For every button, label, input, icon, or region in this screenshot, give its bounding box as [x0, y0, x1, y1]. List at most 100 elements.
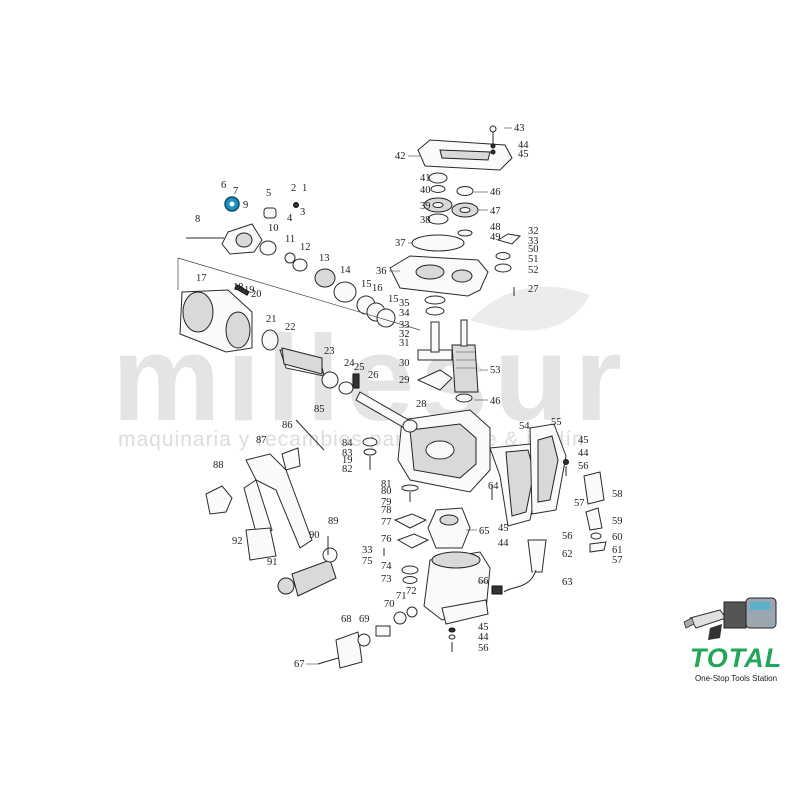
callout-28: 28	[416, 399, 427, 410]
ring-71	[393, 611, 407, 625]
callout-57b: 57	[612, 555, 623, 566]
sleeve-14	[333, 281, 357, 303]
leader-lines	[306, 127, 512, 665]
callout-80: 80	[381, 486, 392, 497]
breaker-hammer-icon	[683, 597, 777, 640]
callout-18: 18	[233, 282, 244, 293]
side-handle-group	[205, 419, 378, 597]
spring-73	[402, 576, 418, 584]
callout-84: 84	[342, 438, 353, 449]
callout-41: 41	[420, 173, 431, 184]
callout-17: 17	[196, 273, 207, 284]
callout-45c: 45	[498, 523, 509, 534]
spring-59	[585, 507, 603, 531]
callout-81: 81	[381, 479, 392, 490]
ring-72	[406, 606, 418, 618]
callout-16: 16	[372, 283, 383, 294]
part-60	[590, 532, 602, 540]
callout-43: 43	[514, 123, 525, 134]
brand-tagline: One-Stop Tools Station	[694, 674, 778, 683]
callout-32b: 32	[399, 329, 410, 340]
gear-39-hub	[432, 202, 444, 208]
bottom-assembly-group	[317, 606, 418, 669]
callout-89: 89	[328, 516, 339, 527]
callout-5: 5	[266, 188, 271, 199]
ring-89	[322, 547, 338, 563]
callout-32: 32	[528, 226, 539, 237]
cable-63	[503, 569, 537, 593]
main-housing-group	[397, 409, 491, 493]
callout-19: 19	[244, 285, 255, 296]
callout-50: 50	[528, 244, 539, 255]
washer-45-top	[490, 149, 496, 155]
callout-70: 70	[384, 599, 395, 610]
callout-56b: 56	[562, 531, 573, 542]
callout-4: 4	[287, 213, 293, 224]
callout-11: 11	[285, 234, 295, 245]
callout-72: 72	[406, 586, 417, 597]
ring-21	[261, 329, 279, 351]
cable-sleeve-62	[527, 539, 547, 573]
bracket-arm	[243, 479, 273, 541]
brand-block: TOTAL One-Stop Tools Station	[680, 588, 792, 688]
callout-38: 38	[420, 215, 431, 226]
callout-8: 8	[195, 214, 200, 225]
handle-92	[245, 527, 277, 561]
callout-49: 49	[490, 232, 501, 243]
callout-56: 56	[578, 461, 589, 472]
bearing-35	[424, 295, 446, 305]
armature-shaft	[460, 319, 468, 347]
callout-45d: 45	[478, 622, 489, 633]
gear-housing-bore-right	[451, 269, 473, 283]
front-flange-bore	[235, 232, 253, 248]
callout-35: 35	[399, 298, 410, 309]
callout-53: 53	[490, 365, 501, 376]
bearing-52	[494, 263, 512, 273]
bearing-41	[428, 172, 448, 184]
callout-21: 21	[266, 314, 277, 325]
callout-77: 77	[381, 517, 392, 528]
washer-34	[425, 306, 445, 316]
callout-78: 78	[381, 505, 392, 516]
washer-80	[401, 484, 419, 492]
oring-23	[321, 371, 339, 389]
seal-50-51	[495, 252, 511, 260]
handle-54-inner	[505, 449, 535, 517]
callout-44d: 44	[478, 632, 489, 643]
callout-37: 37	[395, 238, 406, 249]
motor-housing-top	[431, 551, 481, 569]
callout-48: 48	[490, 222, 501, 233]
ring-69	[357, 633, 371, 647]
part-61	[589, 541, 607, 553]
watermark-leaf-icon	[470, 286, 590, 331]
nut-2	[293, 202, 299, 208]
callout-68: 68	[341, 614, 352, 625]
callout-15b: 15	[388, 294, 399, 305]
highlighted-seal-7-hole	[229, 201, 235, 207]
callout-2: 2	[291, 183, 296, 194]
callout-87: 87	[256, 435, 267, 446]
washer-44-top	[490, 143, 496, 149]
part-70	[375, 625, 391, 637]
callout-44: 44	[518, 140, 529, 151]
leader-line-top	[177, 257, 421, 331]
cap-74	[401, 565, 419, 575]
callout-34: 34	[399, 308, 410, 319]
handle-55-inner	[537, 435, 559, 503]
callout-74: 74	[381, 561, 392, 572]
ring-13	[314, 268, 336, 288]
callout-9: 9	[243, 200, 248, 211]
piston-22-body	[281, 347, 323, 375]
callout-13: 13	[319, 253, 330, 264]
bearing-38	[427, 213, 449, 225]
callout-55: 55	[551, 417, 562, 428]
callout-14: 14	[340, 265, 351, 276]
callout-15: 15	[361, 279, 372, 290]
callout-44c: 44	[498, 538, 509, 549]
brush-cover-top	[439, 514, 459, 526]
grip-91	[291, 559, 337, 597]
callout-63: 63	[562, 577, 573, 588]
cylinder-17-rear	[225, 311, 251, 349]
